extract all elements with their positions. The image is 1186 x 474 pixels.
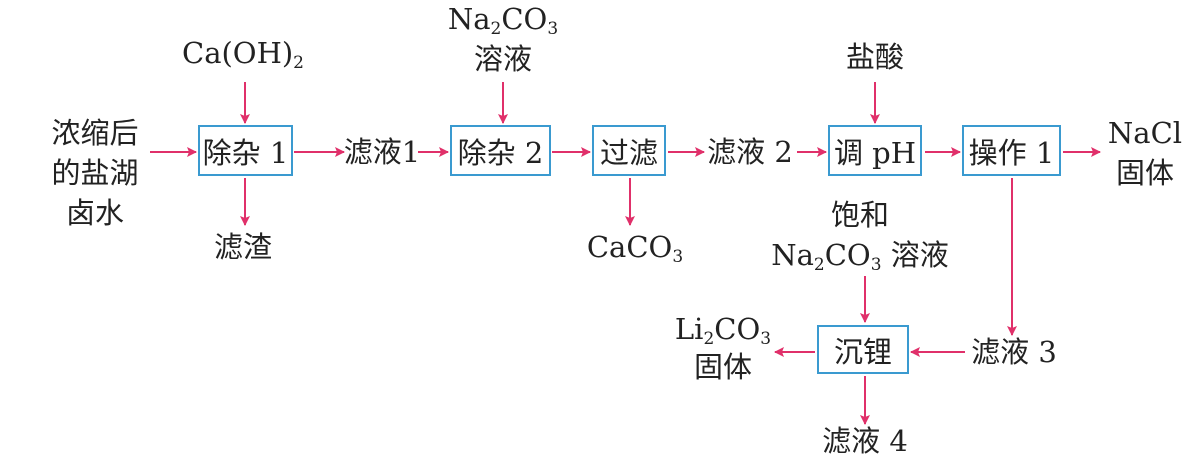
li2co3-state: 固体 <box>693 350 753 384</box>
brine-line-2: 的盐湖 <box>51 156 139 190</box>
formula-part: Ca(OH) <box>182 36 294 70</box>
formula-sub: 3 <box>672 247 684 267</box>
formula-part: CO <box>714 312 761 346</box>
formula-part: CaCO <box>586 230 673 264</box>
step-impurity-removal-2: 除杂 2 <box>450 125 551 176</box>
step-operation-1: 操作 1 <box>962 125 1061 176</box>
formula-part: Na <box>771 238 814 272</box>
step-impurity-removal-1: 除杂 1 <box>198 125 293 176</box>
filtrate2-label: 滤液 2 <box>707 135 793 169</box>
formula-part: Li <box>674 312 704 346</box>
formula-sub: 3 <box>547 19 559 39</box>
na2co3-solution-label: 溶液 <box>473 42 533 76</box>
formula-part: Na <box>447 2 491 36</box>
caco3-label: CaCO3 <box>587 228 683 266</box>
li2co3-formula: Li2CO3 <box>675 310 771 348</box>
step-filter: 过滤 <box>592 125 666 176</box>
formula-sub: 3 <box>760 329 772 349</box>
formula-sub: 2 <box>703 329 715 349</box>
li2co3-product: Li2CO3 固体 <box>675 310 771 386</box>
formula-sub: 2 <box>293 53 304 73</box>
formula-sub: 2 <box>490 19 502 39</box>
nacl-formula: NaCl <box>1107 116 1183 150</box>
step-adjust-ph: 调 pH <box>828 125 922 176</box>
formula-sub: 2 <box>813 255 825 275</box>
step-lithium-precipitation: 沉锂 <box>817 325 909 374</box>
formula-label: 溶液 <box>890 238 949 272</box>
formula-sub: 3 <box>870 255 882 275</box>
residue-label: 滤渣 <box>213 230 273 264</box>
filtrate3-label: 滤液 3 <box>971 335 1057 369</box>
filtrate1-label: 滤液1 <box>343 135 421 169</box>
nacl-product: NaCl 固体 <box>1108 113 1182 193</box>
formula-part: CO <box>501 2 548 36</box>
formula-part: CO <box>824 238 871 272</box>
brine-line-3: 卤水 <box>65 196 125 230</box>
sat-label: 饱和 <box>830 198 890 232</box>
na2co3-formula: Na2CO3 <box>448 0 558 38</box>
brine-line-1: 浓缩后 <box>51 116 139 150</box>
caoh2-label: Ca(OH)2 <box>182 34 304 72</box>
brine-label: 浓缩后 的盐湖 卤水 <box>51 113 138 233</box>
filtrate4-label: 滤液 4 <box>822 424 908 458</box>
nacl-state: 固体 <box>1115 156 1175 190</box>
hcl-label: 盐酸 <box>845 40 905 74</box>
sat-na2co3-label: Na2CO3 溶液 <box>771 236 949 274</box>
